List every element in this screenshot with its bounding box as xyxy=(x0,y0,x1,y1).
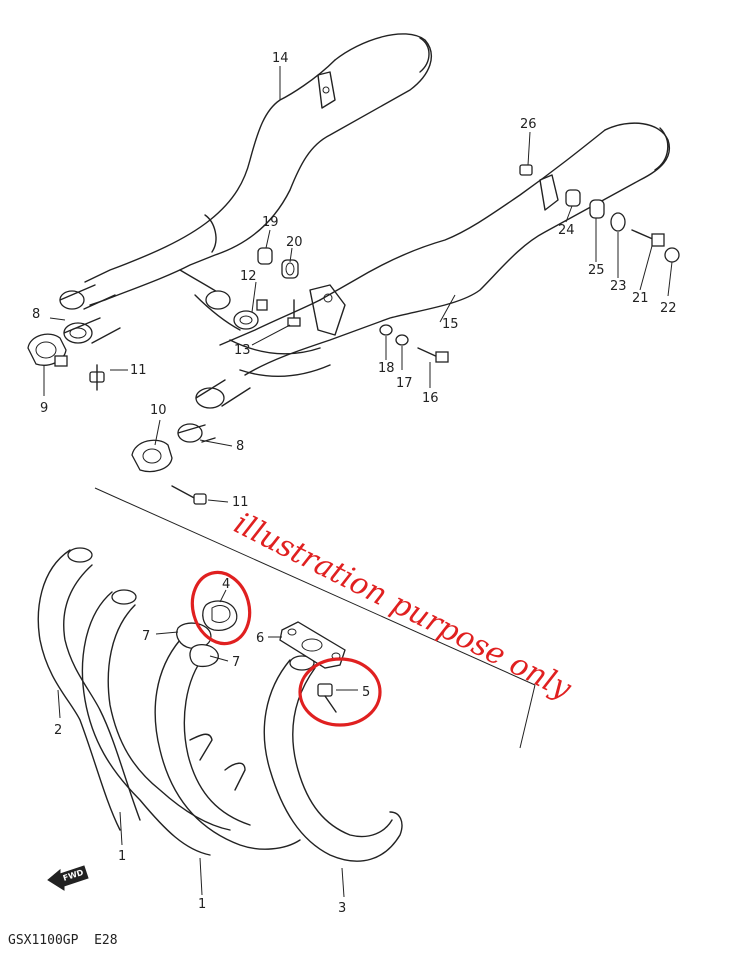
callout-1-right: 1 xyxy=(198,897,206,912)
washer-19 xyxy=(257,247,273,265)
exhaust-header-pipe-1-right xyxy=(154,639,301,850)
nut-26 xyxy=(519,164,533,176)
bolt-21 xyxy=(631,229,665,247)
exhaust-header-pipe-3 xyxy=(263,655,403,862)
callout-11-lower: 11 xyxy=(232,495,249,510)
callout-11-upper: 11 xyxy=(130,363,147,378)
leader-lines xyxy=(43,66,673,898)
watermark-text: illustration purpose only xyxy=(228,506,577,707)
callout-24: 24 xyxy=(558,223,575,238)
callout-12: 12 xyxy=(240,269,257,284)
callout-14: 14 xyxy=(272,51,289,66)
bolt-11-lower xyxy=(171,485,207,505)
grommet-25 xyxy=(589,199,605,219)
gasket-pipe-8-lower xyxy=(177,379,251,443)
callout-16: 16 xyxy=(422,391,439,406)
callout-8-lower: 8 xyxy=(236,439,244,454)
nut-17 xyxy=(395,334,409,346)
callout-19: 19 xyxy=(262,215,279,230)
callout-5: 5 xyxy=(362,685,370,700)
callout-1-left: 1 xyxy=(118,849,126,864)
callout-2: 2 xyxy=(54,723,62,738)
connector-pipes xyxy=(179,269,331,378)
collar-24 xyxy=(565,189,581,207)
callout-15: 15 xyxy=(442,317,459,332)
callout-17: 17 xyxy=(396,376,413,391)
muffler-right-15 xyxy=(219,122,671,376)
bolt-13 xyxy=(287,299,301,327)
gasket-pipe-8-upper xyxy=(59,284,121,344)
callout-26: 26 xyxy=(520,117,537,132)
cap-22 xyxy=(664,247,680,263)
highlight-ring-gasket-4 xyxy=(190,570,252,646)
callout-3: 3 xyxy=(338,901,346,916)
callout-4: 4 xyxy=(222,577,230,592)
bolt-11-upper xyxy=(89,364,128,391)
footer-code: GSX1100GP E28 xyxy=(8,933,118,948)
clamp-12 xyxy=(205,290,268,330)
callout-22: 22 xyxy=(660,301,677,316)
clamp-10 xyxy=(131,439,173,473)
clamp-9 xyxy=(27,333,68,367)
bolt-16 xyxy=(417,347,449,363)
grommet-20 xyxy=(281,259,299,279)
bolt-5 xyxy=(317,683,337,713)
fwd-arrow: FWD xyxy=(47,865,89,891)
callout-25: 25 xyxy=(588,263,605,278)
callout-23: 23 xyxy=(610,279,627,294)
callout-8-upper: 8 xyxy=(32,307,40,322)
flange-6 xyxy=(279,621,346,669)
callout-10: 10 xyxy=(150,403,167,418)
gasket-4 xyxy=(202,600,238,631)
exhaust-header-pipe-2 xyxy=(37,547,141,831)
muffler-left-14 xyxy=(84,33,433,306)
washer-23 xyxy=(610,212,626,232)
exhaust-header-pipe-1-left xyxy=(81,589,231,856)
highlight-ring-bolt-5 xyxy=(298,657,382,727)
callout-6: 6 xyxy=(256,631,264,646)
callout-18: 18 xyxy=(378,361,395,376)
group-divider xyxy=(94,487,536,749)
callout-7-lower: 7 xyxy=(232,655,240,670)
washer-18 xyxy=(379,324,393,336)
callout-21: 21 xyxy=(632,291,649,306)
callout-7-upper: 7 xyxy=(142,629,150,644)
callout-13: 13 xyxy=(234,343,251,358)
callout-9: 9 xyxy=(40,401,48,416)
callout-20: 20 xyxy=(286,235,303,250)
